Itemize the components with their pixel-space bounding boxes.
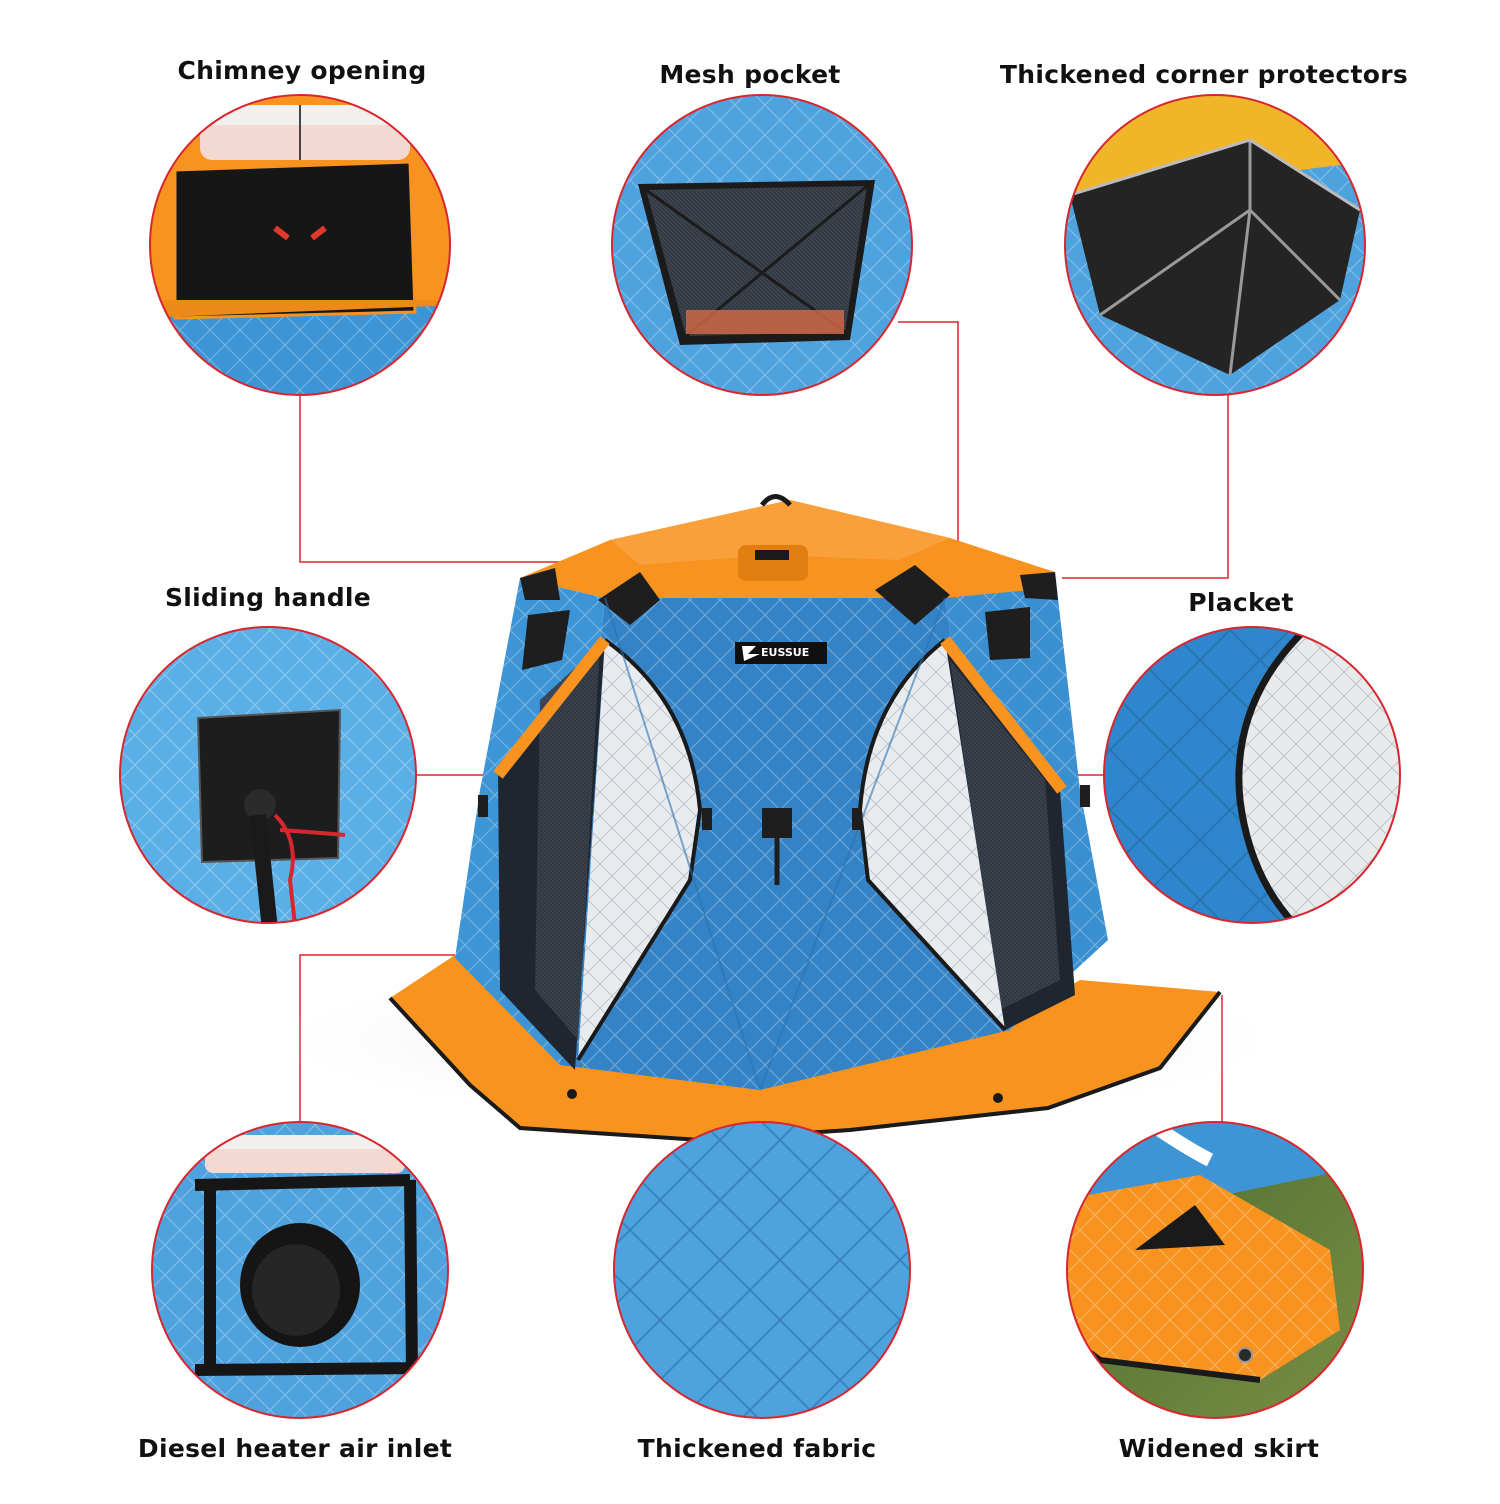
main-tent: [388, 494, 1222, 1143]
label-chimney-opening: Chimney opening: [177, 56, 427, 85]
label-thickened-fabric: Thickened fabric: [637, 1434, 877, 1463]
label-heater-inlet: Diesel heater air inlet: [137, 1434, 453, 1463]
label-corner-protectors: Thickened corner protectors: [999, 60, 1409, 89]
detail-heater-inlet: [151, 1121, 449, 1419]
label-placket: Placket: [1188, 588, 1294, 617]
detail-corner-protectors: [1064, 94, 1366, 396]
detail-thickened-fabric: [613, 1121, 911, 1419]
detail-widened-skirt: [1066, 1121, 1364, 1419]
detail-mesh-pocket: [611, 94, 913, 396]
detail-sliding-handle: [119, 626, 417, 924]
label-widened-skirt: Widened skirt: [1118, 1434, 1320, 1463]
label-mesh-pocket: Mesh pocket: [659, 60, 841, 89]
brand-logo: EUSSUE: [761, 646, 810, 659]
detail-chimney-opening: [149, 94, 451, 396]
label-sliding-handle: Sliding handle: [164, 583, 372, 612]
detail-placket: [1103, 626, 1401, 924]
